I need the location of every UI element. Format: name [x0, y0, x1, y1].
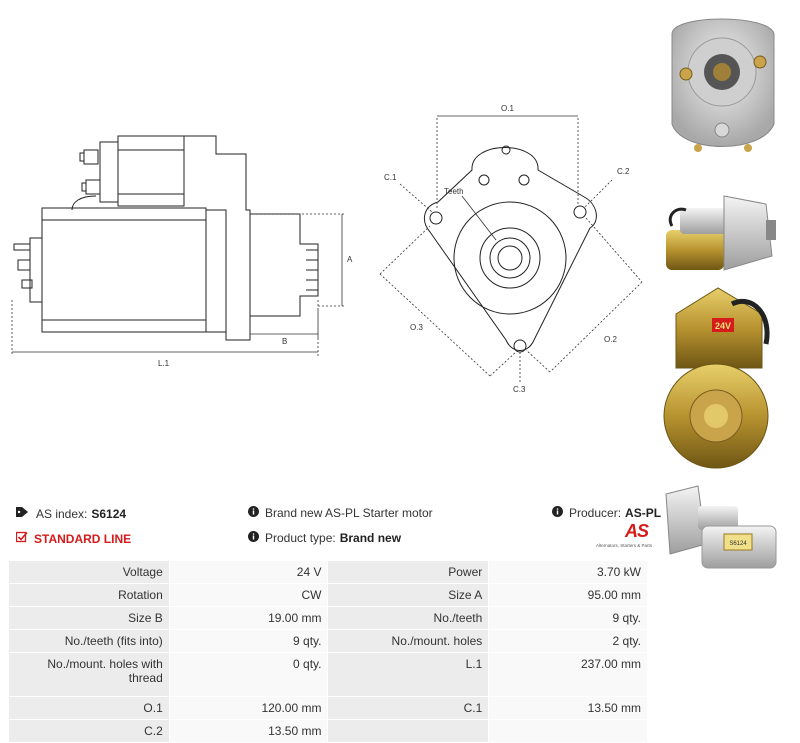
spec-key: O.1: [8, 696, 170, 720]
logo-tagline: Alternators, Starters & Parts: [595, 543, 652, 548]
dim-label-o3: O.3: [410, 323, 423, 332]
spec-value: 95.00 mm: [488, 583, 648, 607]
table-row: No./teeth (fits into) 9 qty. No./mount. …: [8, 629, 648, 653]
spec-value: 19.00 mm: [168, 606, 329, 630]
spec-value: 237.00 mm: [488, 652, 648, 697]
logo-mark: AS: [624, 521, 649, 541]
table-row: Rotation CW Size A 95.00 mm: [8, 583, 648, 607]
as-index-value: S6124: [91, 506, 127, 521]
brand-text: Brand new AS-PL Starter motor: [265, 506, 433, 520]
label-code: S6124: [729, 541, 747, 547]
dim-label-o2: O.2: [604, 335, 617, 344]
spec-value: 0 qty.: [168, 652, 329, 697]
producer-label: Producer:: [569, 506, 622, 520]
producer-row: Producer: AS-PL: [552, 506, 661, 520]
product-photo-front: [662, 4, 780, 180]
line-row: STANDARD LINE: [15, 531, 132, 546]
spec-key: Size B: [8, 606, 170, 630]
product-type-label: Product type:: [265, 531, 336, 545]
spec-key: Power: [327, 560, 490, 584]
info-icon: [248, 531, 259, 545]
dim-label-c1: C.1: [384, 173, 397, 182]
dim-label-b: B: [282, 337, 287, 346]
dim-label-l1: L.1: [158, 359, 170, 368]
spec-value: 9 qty.: [168, 629, 329, 653]
dim-label-c2: C.2: [617, 167, 630, 176]
brand-row: Brand new AS-PL Starter motor: [248, 506, 433, 520]
table-row: No./mount. holes with thread 0 qty. L.1 …: [8, 652, 648, 697]
producer-value: AS-PL: [625, 506, 662, 520]
spec-key: Rotation: [8, 583, 170, 607]
spec-key: Size A: [327, 583, 490, 607]
spec-key: No./teeth: [327, 606, 490, 630]
dim-label-a: A: [347, 255, 353, 264]
spec-value: 120.00 mm: [168, 696, 329, 720]
technical-drawing: A B L.1 Teeth O.1 C.1: [11, 104, 643, 394]
standard-line-label: STANDARD LINE: [34, 531, 132, 546]
as-index-label: AS index:: [36, 506, 88, 521]
table-row: Size B 19.00 mm No./teeth 9 qty.: [8, 606, 648, 630]
spec-key: [327, 719, 490, 743]
spec-key: No./teeth (fits into): [8, 629, 170, 653]
specs-table: Voltage 24 V Power 3.70 kW Rotation CW S…: [8, 560, 648, 743]
spec-key: Voltage: [8, 560, 170, 584]
table-row: C.2 13.50 mm: [8, 719, 648, 743]
spec-key: C.1: [327, 696, 490, 720]
product-photo-label: S6124: [662, 484, 780, 580]
table-row: O.1 120.00 mm C.1 13.50 mm: [8, 696, 648, 720]
label-teeth: Teeth: [444, 187, 464, 196]
table-row: Voltage 24 V Power 3.70 kW: [8, 560, 648, 584]
spec-value: 3.70 kW: [488, 560, 648, 584]
badge-24v: 24V: [715, 321, 731, 331]
tag-icon: [16, 506, 30, 521]
spec-key: No./mount. holes: [327, 629, 490, 653]
spec-value: 13.50 mm: [168, 719, 329, 743]
product-type-row: Product type: Brand new: [248, 531, 401, 545]
spec-value: 24 V: [168, 560, 329, 584]
info-icon: [552, 506, 563, 520]
spec-value: 13.50 mm: [488, 696, 648, 720]
product-photo-rear: 24V: [662, 284, 780, 480]
checkbox-icon: [15, 531, 28, 546]
info-icon: [248, 506, 259, 520]
product-photo-side: [662, 186, 780, 278]
product-type-value: Brand new: [339, 531, 402, 545]
side-view: A B L.1: [11, 135, 353, 368]
spec-key: L.1: [327, 652, 490, 697]
spec-value: 2 qty.: [488, 629, 648, 653]
front-view: Teeth O.1 C.1 C.2 C.3 O.3 O.2: [379, 104, 643, 394]
spec-value: [488, 719, 648, 743]
as-index-row: AS index: S6124: [16, 506, 126, 521]
spec-key: C.2: [8, 719, 170, 743]
spec-value: 9 qty.: [488, 606, 648, 630]
spec-key: No./mount. holes with thread: [8, 652, 170, 697]
as-pl-logo: AS Alternators, Starters & Parts: [586, 521, 652, 553]
spec-value: CW: [168, 583, 329, 607]
dim-label-c3: C.3: [513, 385, 526, 394]
dim-label-o1: O.1: [501, 104, 514, 113]
